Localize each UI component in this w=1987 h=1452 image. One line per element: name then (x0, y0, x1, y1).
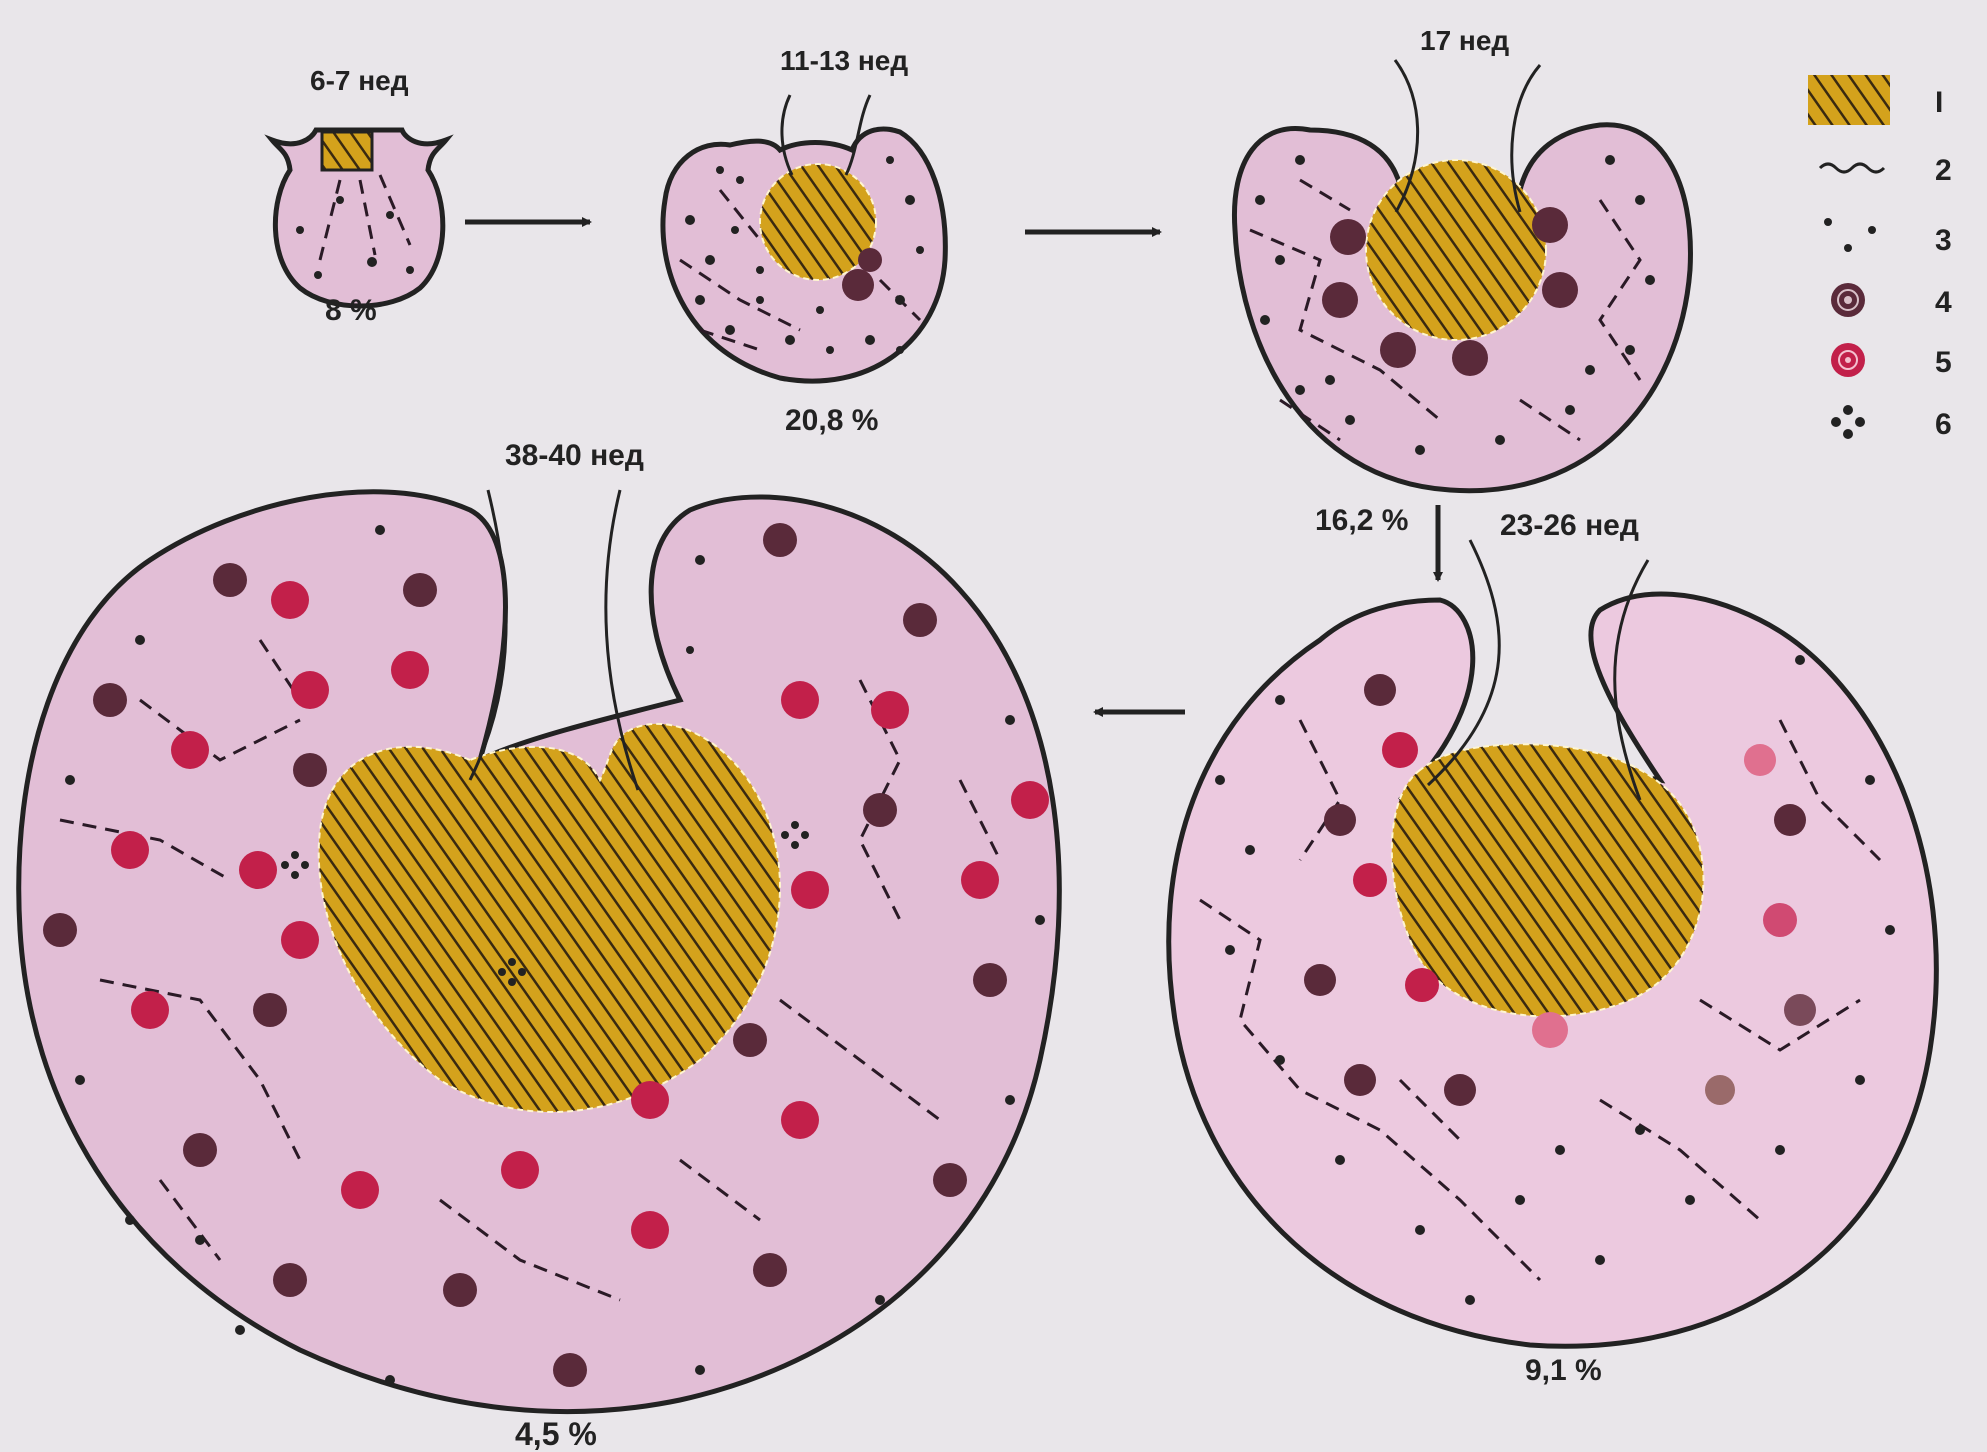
legend-number-2: 2 (1935, 154, 1952, 187)
stage-1-age-label: 6-7 нед (310, 65, 409, 96)
wavy-line-icon (1820, 164, 1884, 172)
hatched-region-icon (1808, 75, 1890, 125)
stage-3 (1234, 60, 1690, 491)
legend-number-4: 4 (1935, 286, 1952, 319)
legend-number-5: 5 (1935, 346, 1952, 379)
small-dots-icon (1824, 218, 1876, 252)
legend-number-1: I (1935, 86, 1943, 119)
stage-2-percent-label: 20,8 % (785, 404, 878, 437)
legend-item-6: 6 (1831, 405, 1952, 441)
legend-item-4: 4 (1831, 283, 1952, 319)
stage-4 (1169, 540, 1937, 1346)
stage-3-hatched-core (1366, 160, 1546, 340)
stage-2-age-label: 11-13 нед (780, 45, 908, 76)
stage-5-percent-label: 4,5 % (515, 1416, 597, 1452)
stage-1 (272, 130, 446, 306)
legend: I 2 3 4 5 (1808, 75, 1952, 441)
legend-item-2: 2 (1820, 154, 1952, 187)
stage-3-age-label: 17 нед (1420, 25, 1509, 56)
stage-3-percent-label: 16,2 % (1315, 504, 1408, 537)
stage-5 (19, 490, 1060, 1412)
legend-item-5: 5 (1831, 343, 1952, 379)
stage-4-hatched-core (1392, 744, 1704, 1016)
legend-number-6: 6 (1935, 408, 1952, 441)
stage-2 (663, 95, 945, 381)
stage-1-percent-label: 8 % (325, 294, 377, 327)
concentric-cell-dark-icon (1831, 283, 1865, 317)
legend-number-3: 3 (1935, 224, 1952, 257)
stage-4-age-label: 23-26 нед (1500, 509, 1639, 542)
stage-1-hatched-core (322, 132, 372, 170)
stage-5-age-label: 38-40 нед (505, 439, 644, 472)
concentric-cell-red-icon (1831, 343, 1865, 377)
dot-cluster-icon (1831, 405, 1865, 439)
stage-4-percent-label: 9,1 % (1525, 1354, 1602, 1387)
legend-item-3: 3 (1824, 218, 1952, 257)
legend-item-1: I (1808, 75, 1943, 125)
